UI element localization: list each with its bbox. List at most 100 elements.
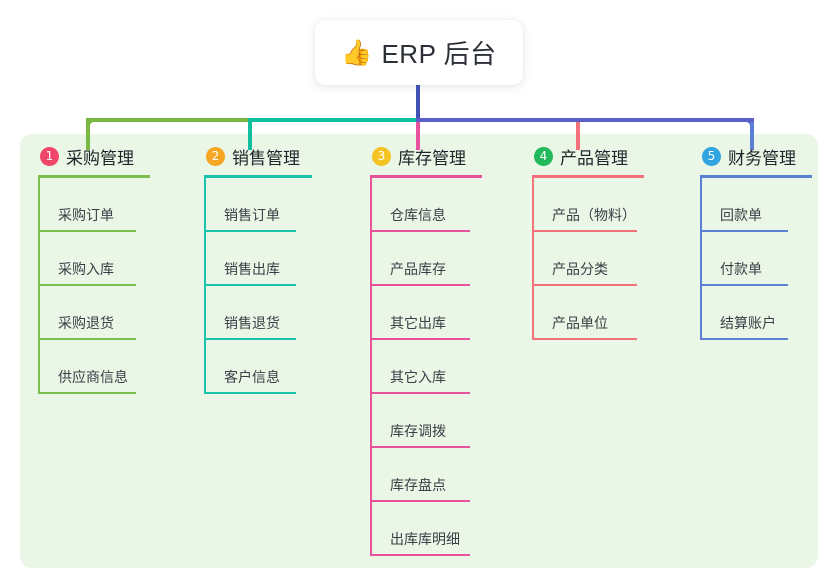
branch-item-label: 库存调拨: [390, 423, 446, 439]
connector-drop-column-3: [416, 122, 420, 150]
branch-title: 产品管理: [560, 148, 628, 168]
branch-item-underline: [532, 284, 637, 286]
branch-item[interactable]: 产品库存: [370, 232, 520, 286]
branch-spine: [204, 178, 206, 394]
branch-column-2: 2 销售管理销售订单销售出库销售退货客户信息: [204, 144, 349, 394]
branch-item-label: 销售订单: [224, 207, 280, 223]
branch-item-underline: [204, 284, 296, 286]
branch-item-underline: [370, 446, 470, 448]
branch-item-underline: [700, 284, 788, 286]
branch-item-label: 产品分类: [552, 261, 608, 277]
branch-title: 销售管理: [232, 148, 300, 168]
branch-item[interactable]: 采购入库: [38, 232, 183, 286]
branch-spine: [370, 178, 372, 556]
branch-item-underline: [38, 284, 136, 286]
connector-drop-column-1: [86, 122, 90, 150]
branch-item[interactable]: 产品分类: [532, 232, 682, 286]
branch-item-underline: [700, 230, 788, 232]
connector-drop-column-4: [576, 122, 580, 150]
branch-item-label: 销售退货: [224, 315, 280, 331]
branch-item[interactable]: 结算账户: [700, 286, 839, 340]
branch-item-label: 采购订单: [58, 207, 114, 223]
connector-trunk: [416, 85, 420, 122]
branch-header-1[interactable]: 1 采购管理: [38, 144, 183, 168]
branch-items: 仓库信息产品库存其它出库其它入库库存调拨库存盘点出库库明细: [370, 178, 520, 556]
branch-column-1: 1 采购管理采购订单采购入库采购退货供应商信息: [38, 144, 183, 394]
branch-item[interactable]: 出库库明细: [370, 502, 520, 556]
branch-items: 产品（物料） 产品分类产品单位: [532, 178, 682, 340]
branch-number-badge: 2: [206, 146, 225, 166]
branch-spine: [700, 178, 702, 340]
branch-item-label: 付款单: [720, 261, 762, 277]
branch-header-4[interactable]: 4 产品管理: [532, 144, 682, 168]
branch-underline: [38, 175, 150, 178]
connector-drop-column-2: [248, 122, 252, 150]
branch-spine: [38, 178, 40, 394]
branch-item-label: 结算账户: [720, 315, 776, 331]
branch-item-label: 客户信息: [224, 369, 280, 385]
branch-item[interactable]: 库存盘点: [370, 448, 520, 502]
branch-underline: [532, 175, 644, 178]
connector-drop-column-5: [750, 122, 754, 150]
branch-number-badge: 3: [372, 146, 391, 166]
branch-item-underline: [38, 338, 136, 340]
branch-item-label: 其它出库: [390, 315, 446, 331]
branch-item-underline: [204, 392, 296, 394]
branch-item[interactable]: 销售退货: [204, 286, 349, 340]
branch-items: 回款单付款单结算账户: [700, 178, 839, 340]
branch-item[interactable]: 其它出库: [370, 286, 520, 340]
branch-item-underline: [370, 500, 470, 502]
branch-item[interactable]: 付款单: [700, 232, 839, 286]
branch-item[interactable]: 产品单位: [532, 286, 682, 340]
thumbs-up-icon: 👍: [341, 38, 373, 67]
branch-number-badge: 4: [534, 146, 553, 166]
branch-number-badge: 1: [40, 146, 59, 166]
branch-item-underline: [370, 338, 470, 340]
branch-item[interactable]: 仓库信息: [370, 178, 520, 232]
connector-bus-segment-left: [86, 118, 250, 122]
branch-item[interactable]: 采购退货: [38, 286, 183, 340]
branch-item[interactable]: 其它入库: [370, 340, 520, 394]
branch-item-label: 回款单: [720, 207, 762, 223]
branch-underline: [370, 175, 482, 178]
branch-item-label: 产品单位: [552, 315, 608, 331]
branch-item-label: 采购退货: [58, 315, 114, 331]
branch-underline: [700, 175, 812, 178]
branch-item[interactable]: 采购订单: [38, 178, 183, 232]
branch-item-label: 产品库存: [390, 261, 446, 277]
branch-underline: [204, 175, 312, 178]
branch-item[interactable]: 销售出库: [204, 232, 349, 286]
branch-header-2[interactable]: 2 销售管理: [204, 144, 349, 168]
branch-item[interactable]: 回款单: [700, 178, 839, 232]
branch-item-underline: [700, 338, 788, 340]
branch-item-label: 采购入库: [58, 261, 114, 277]
branch-item-underline: [370, 230, 470, 232]
branch-item[interactable]: 产品（物料）: [532, 178, 682, 232]
branch-item-underline: [370, 284, 470, 286]
branch-item[interactable]: 销售订单: [204, 178, 349, 232]
branch-items: 销售订单销售出库销售退货客户信息: [204, 178, 349, 394]
branch-item-label: 库存盘点: [390, 477, 446, 493]
branch-column-4: 4 产品管理产品（物料） 产品分类产品单位: [532, 144, 682, 340]
branch-item[interactable]: 供应商信息: [38, 340, 183, 394]
branch-item[interactable]: 客户信息: [204, 340, 349, 394]
branch-item-underline: [204, 338, 296, 340]
branch-item-label: 其它入库: [390, 369, 446, 385]
root-node-title: ERP 后台: [381, 39, 497, 69]
branch-item-label: 出库库明细: [390, 531, 460, 547]
branch-item-underline: [532, 338, 637, 340]
root-node-content: 👍 ERP 后台: [341, 34, 496, 71]
branch-item-label: 仓库信息: [390, 207, 446, 223]
branch-item-underline: [370, 392, 470, 394]
branch-item-label: 供应商信息: [58, 369, 128, 385]
connector-bus-segment-right: [416, 118, 754, 122]
branch-item-underline: [370, 554, 470, 556]
root-node-erp-backend[interactable]: 👍 ERP 后台: [315, 20, 523, 85]
branch-item-underline: [532, 230, 637, 232]
branch-item[interactable]: 库存调拨: [370, 394, 520, 448]
branch-item-label: 产品（物料）: [552, 207, 636, 223]
diagram-background-panel: [20, 134, 818, 568]
branch-title: 采购管理: [66, 148, 134, 168]
